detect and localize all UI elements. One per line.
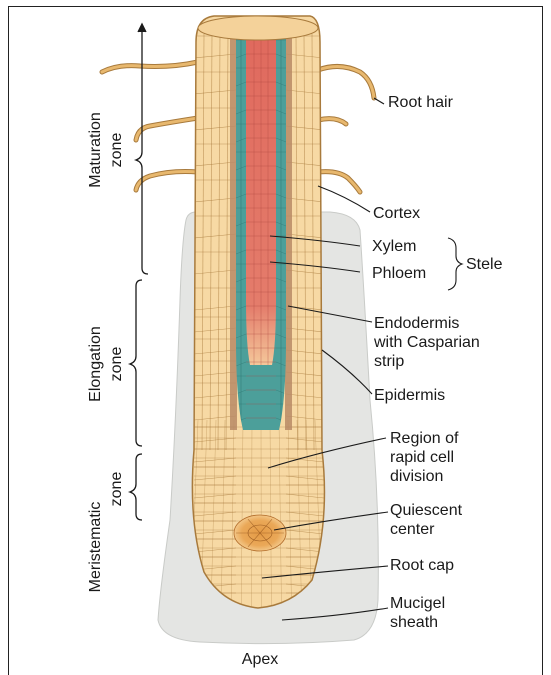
label-phloem: Phloem: [372, 265, 426, 282]
zone-elongation-2: zone: [108, 347, 125, 382]
label-stele: Stele: [466, 256, 503, 273]
label-cortex: Cortex: [373, 205, 420, 222]
label-rapid-2: rapid cell: [390, 449, 454, 466]
zone-meristematic-2: zone: [108, 472, 125, 507]
label-rapid-3: division: [390, 468, 443, 485]
label-endodermis-1: Endodermis: [374, 315, 459, 332]
cut-surface: [198, 16, 318, 40]
label-quiescent-2: center: [390, 521, 435, 538]
stele: [236, 38, 286, 430]
zone-brackets: [130, 24, 148, 520]
zone-meristematic-1: Meristematic: [87, 502, 104, 593]
label-mucigel-1: Mucigel: [390, 595, 445, 612]
label-root-cap: Root cap: [390, 557, 454, 574]
zone-labels: Maturation zone Elongation zone Meristem…: [87, 112, 125, 592]
label-endodermis-2: with Casparian: [373, 334, 480, 351]
label-apex: Apex: [242, 651, 278, 668]
zone-maturation-2: zone: [108, 133, 125, 168]
zone-elongation-1: Elongation: [87, 326, 104, 402]
label-root-hair: Root hair: [388, 94, 454, 111]
label-epidermis: Epidermis: [374, 387, 445, 404]
label-rapid-1: Region of: [390, 430, 459, 447]
label-endodermis-3: strip: [374, 353, 404, 370]
label-mucigel-2: sheath: [390, 614, 438, 631]
label-xylem: Xylem: [372, 238, 416, 255]
label-quiescent-1: Quiescent: [390, 502, 463, 519]
zone-maturation-1: Maturation: [87, 112, 104, 188]
